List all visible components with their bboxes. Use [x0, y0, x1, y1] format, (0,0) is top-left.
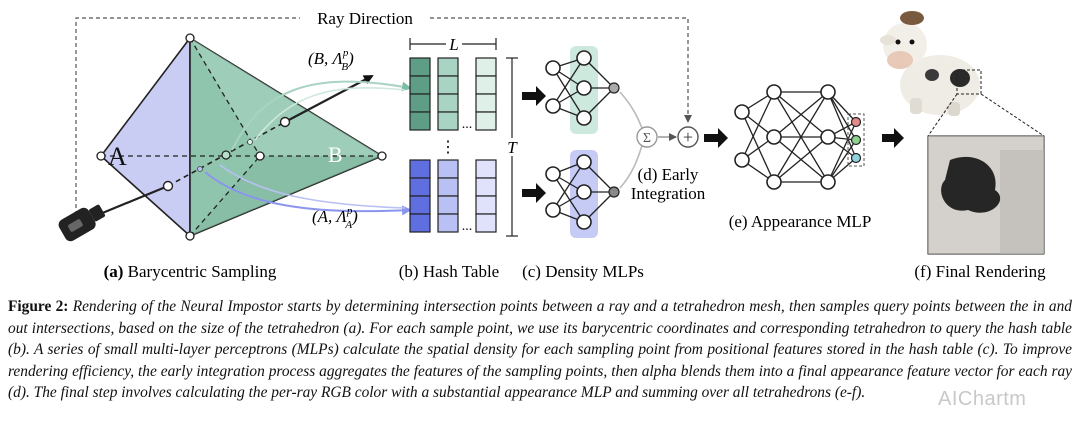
hash-blue-col-2	[437, 159, 459, 233]
hash-t-label: T	[507, 138, 518, 157]
caption-b: (b) Hash Table	[399, 262, 499, 281]
hash-blue-col-3	[475, 159, 497, 233]
vertex-label-b: B	[328, 142, 343, 167]
pipeline-figure: Ray Direction A B	[58, 9, 1046, 281]
caption-a: (a) Barycentric Sampling	[104, 262, 277, 281]
early-integration-label-1: (d) Early	[638, 165, 699, 184]
watermark-logo: AIChartm	[938, 388, 1027, 410]
green-query-curve	[231, 80, 412, 151]
plus-symbol: +	[683, 127, 693, 147]
svg-text:(A, ΛpA): (A, ΛpA)	[312, 205, 358, 231]
svg-text:(B, ΛpB): (B, ΛpB)	[308, 47, 354, 73]
ray-direction-label: Ray Direction	[317, 9, 413, 28]
hash-blue-col-1	[409, 159, 431, 233]
arrow-to-rendering	[882, 128, 904, 148]
hash-table: L T ... ⋮	[409, 35, 520, 237]
density-mlp-top	[545, 46, 620, 134]
hash-vdots: ⋮	[440, 139, 456, 156]
ray	[99, 75, 374, 216]
caption-e: (e) Appearance MLP	[729, 212, 872, 231]
sum-symbol: Σ	[643, 131, 651, 146]
blue-query-curve-2	[219, 164, 406, 209]
hash-green-col-2	[437, 57, 459, 131]
arrow-to-density-top	[522, 86, 546, 106]
rendered-cow-image	[880, 11, 1045, 137]
zoomed-cow-patch	[927, 135, 1045, 255]
caption-body: Rendering of the Neural Impostor starts …	[8, 298, 1073, 401]
hash-green-col-1	[409, 57, 431, 131]
green-query-curve-2	[254, 87, 406, 141]
appearance-mlp	[734, 84, 865, 190]
caption-c: (c) Density MLPs	[522, 262, 644, 281]
arrow-to-appearance	[704, 128, 728, 148]
hash-dots-top: ...	[462, 117, 473, 132]
density-mlp-bottom	[545, 150, 620, 238]
hash-l-label: L	[448, 35, 458, 54]
figure-caption: Figure 2: Rendering of the Neural Impost…	[8, 296, 1072, 404]
hash-dots-bottom: ...	[462, 219, 473, 234]
vertex-label-a: A	[108, 142, 127, 171]
ray-direction-bracket: Ray Direction	[75, 9, 692, 222]
arrow-to-density-bottom	[522, 183, 546, 203]
early-integration: Σ + (d) Early Integration	[619, 91, 706, 203]
blue-query-curve	[204, 171, 412, 216]
caption-lead: Figure 2:	[8, 298, 69, 315]
hash-green-col-3	[475, 57, 497, 131]
camera-icon	[58, 204, 106, 242]
early-integration-label-2: Integration	[631, 184, 706, 203]
caption-f: (f) Final Rendering	[914, 262, 1046, 281]
